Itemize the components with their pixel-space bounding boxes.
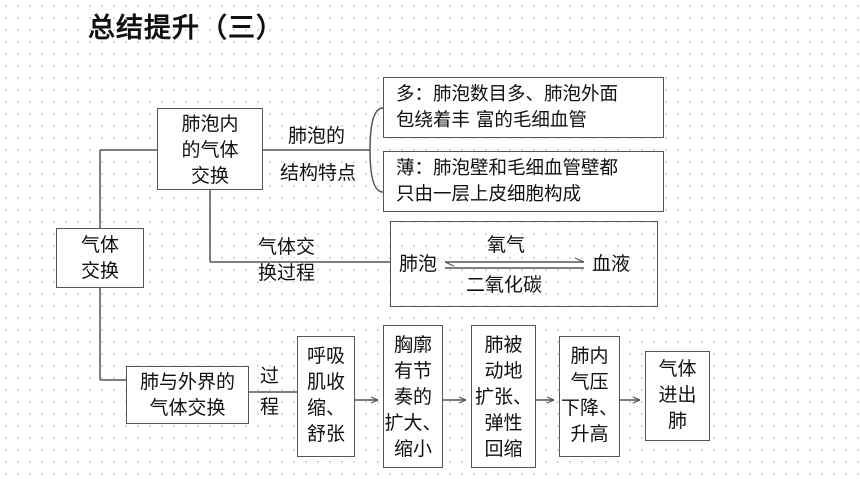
step-4-line-2: 气压 xyxy=(570,371,609,393)
feature-thin-box: 薄：肺泡壁和毛细血管壁都 只由一层上皮细胞构成 xyxy=(383,151,664,212)
step-3-line-5: 回缩 xyxy=(484,438,523,460)
exchange-process-label-line-1: 气体交 xyxy=(258,236,316,258)
step-thorax-box: 胸廓 有节 奏的 扩大、 缩小 xyxy=(383,325,443,468)
step-4-line-4: 升高 xyxy=(570,423,609,445)
step-3-line-2: 动地 xyxy=(484,360,523,382)
structure-label-line-1: 肺泡的 xyxy=(288,125,346,147)
external-process-label-line-2: 程 xyxy=(260,396,280,418)
alveolar-line-3: 交换 xyxy=(190,165,229,187)
step-2-line-1: 胸廓 xyxy=(393,334,432,356)
feature-numerous-box: 多：肺泡数目多、肺泡外面 包绕着丰 富的毛细血管 xyxy=(383,77,664,138)
alveolar-line-2: 的气体 xyxy=(181,139,239,161)
step-lung-pressure-box: 肺内 气压 下降、 升高 xyxy=(559,336,620,457)
step-3-line-1: 肺被 xyxy=(484,334,523,356)
exchange-alveolus-label: 肺泡 xyxy=(399,253,438,275)
step-1-line-4: 舒张 xyxy=(306,423,345,445)
step-1-line-3: 缩、 xyxy=(306,397,345,419)
root-gas-exchange-node: 气体 交换 xyxy=(56,228,144,288)
step-1-line-1: 呼吸 xyxy=(306,345,345,367)
external-line-2: 气体交换 xyxy=(149,397,226,419)
exchange-co2-label: 二氧化碳 xyxy=(466,274,543,296)
feature-thin-line-2: 只由一层上皮细胞构成 xyxy=(396,184,582,205)
gas-exchange-box xyxy=(390,221,658,307)
structure-label-line-2: 结构特点 xyxy=(280,162,357,184)
step-3-line-3: 扩张、 xyxy=(474,386,532,408)
alveolar-exchange-node: 肺泡内 的气体 交换 xyxy=(157,108,263,190)
step-5-line-3: 肺 xyxy=(667,410,687,432)
step-2-line-2: 有节 xyxy=(393,360,432,382)
step-2-line-4: 扩大、 xyxy=(384,412,442,434)
step-2-line-5: 缩小 xyxy=(393,438,432,460)
step-respiratory-muscles-box: 呼吸 肌收 缩、 舒张 xyxy=(297,336,355,457)
exchange-blood-label: 血液 xyxy=(592,253,631,275)
feature-numerous-line-1: 多：肺泡数目多、肺泡外面 xyxy=(396,84,619,105)
step-lungs-box: 肺被 动地 扩张、 弹性 回缩 xyxy=(471,325,536,468)
step-2-line-3: 奏的 xyxy=(393,386,432,408)
step-5-line-2: 进出 xyxy=(658,384,697,406)
external-process-label-line-1: 过 xyxy=(260,365,280,387)
root-line-2: 交换 xyxy=(80,260,119,282)
exchange-oxygen-label: 氧气 xyxy=(487,234,526,256)
feature-numerous-line-2: 包绕着丰 富的毛细血管 xyxy=(396,110,587,131)
external-line-1: 肺与外界的 xyxy=(139,371,235,393)
step-gas-flow-box: 气体 进出 肺 xyxy=(645,351,710,441)
step-1-line-2: 肌收 xyxy=(306,371,345,393)
external-exchange-node: 肺与外界的 气体交换 xyxy=(126,366,249,424)
step-4-line-1: 肺内 xyxy=(570,345,609,367)
step-4-line-3: 下降、 xyxy=(560,397,618,419)
step-3-line-4: 弹性 xyxy=(484,412,523,434)
alveolar-line-1: 肺泡内 xyxy=(181,113,239,135)
page-title: 总结提升（三） xyxy=(88,13,284,44)
exchange-process-label-line-2: 换过程 xyxy=(258,262,316,284)
root-line-1: 气体 xyxy=(80,234,119,256)
step-5-line-1: 气体 xyxy=(658,358,697,380)
feature-thin-line-1: 薄：肺泡壁和毛细血管壁都 xyxy=(396,158,619,179)
